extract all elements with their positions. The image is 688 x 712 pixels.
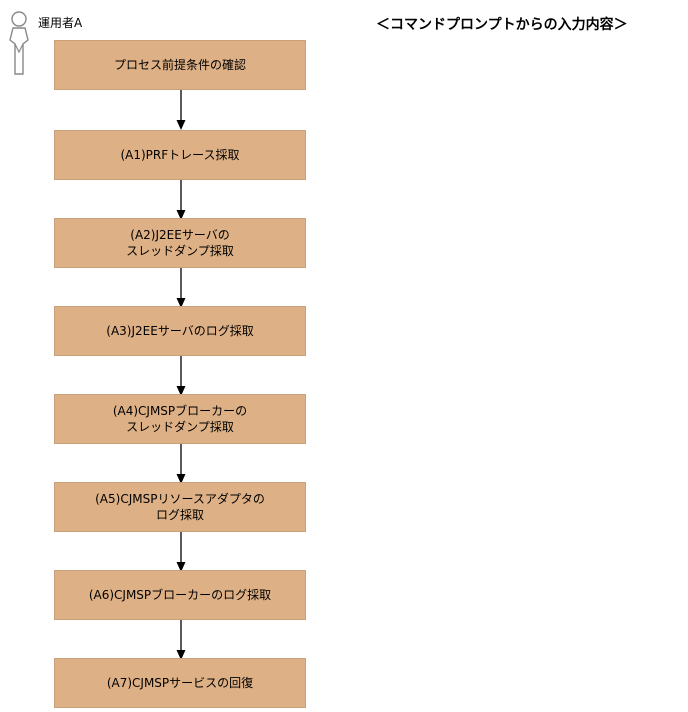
step-box-8: (A7)CJMSPサービスの回復: [54, 658, 306, 708]
step-label: (A1)PRFトレース採取: [120, 148, 240, 162]
arrow-down-icon: [176, 620, 186, 660]
step-box-7: (A6)CJMSPブローカーのログ採取: [54, 570, 306, 620]
step-label: (A3)J2EEサーバのログ採取: [106, 324, 254, 338]
step-label: (A4)CJMSPブローカーの スレッドダンプ採取: [112, 404, 248, 434]
step-label: (A2)J2EEサーバの スレッドダンプ採取: [126, 228, 234, 258]
step-box-3: (A2)J2EEサーバの スレッドダンプ採取: [54, 218, 306, 268]
arrow-down-icon: [176, 268, 186, 308]
step-box-5: (A4)CJMSPブローカーの スレッドダンプ採取: [54, 394, 306, 444]
actor-label: 運用者A: [38, 16, 83, 30]
step-label: (A5)CJMSPリソースアダプタの ログ採取: [95, 492, 265, 522]
header-title: ＜コマンドプロンプトからの入力内容＞: [376, 17, 628, 33]
step-box-4: (A3)J2EEサーバのログ採取: [54, 306, 306, 356]
arrow-down-icon: [176, 90, 186, 130]
arrow-down-icon: [176, 532, 186, 572]
step-label: (A7)CJMSPサービスの回復: [106, 676, 254, 690]
step-label: (A6)CJMSPブローカーのログ採取: [88, 588, 272, 602]
step-box-2: (A1)PRFトレース採取: [54, 130, 306, 180]
step-box-1: プロセス前提条件の確認: [54, 40, 306, 90]
arrow-down-icon: [176, 444, 186, 484]
step-box-6: (A5)CJMSPリソースアダプタの ログ採取: [54, 482, 306, 532]
arrow-down-icon: [176, 356, 186, 396]
person-icon: [9, 11, 29, 75]
step-label: プロセス前提条件の確認: [113, 58, 246, 72]
arrow-down-icon: [176, 180, 186, 220]
